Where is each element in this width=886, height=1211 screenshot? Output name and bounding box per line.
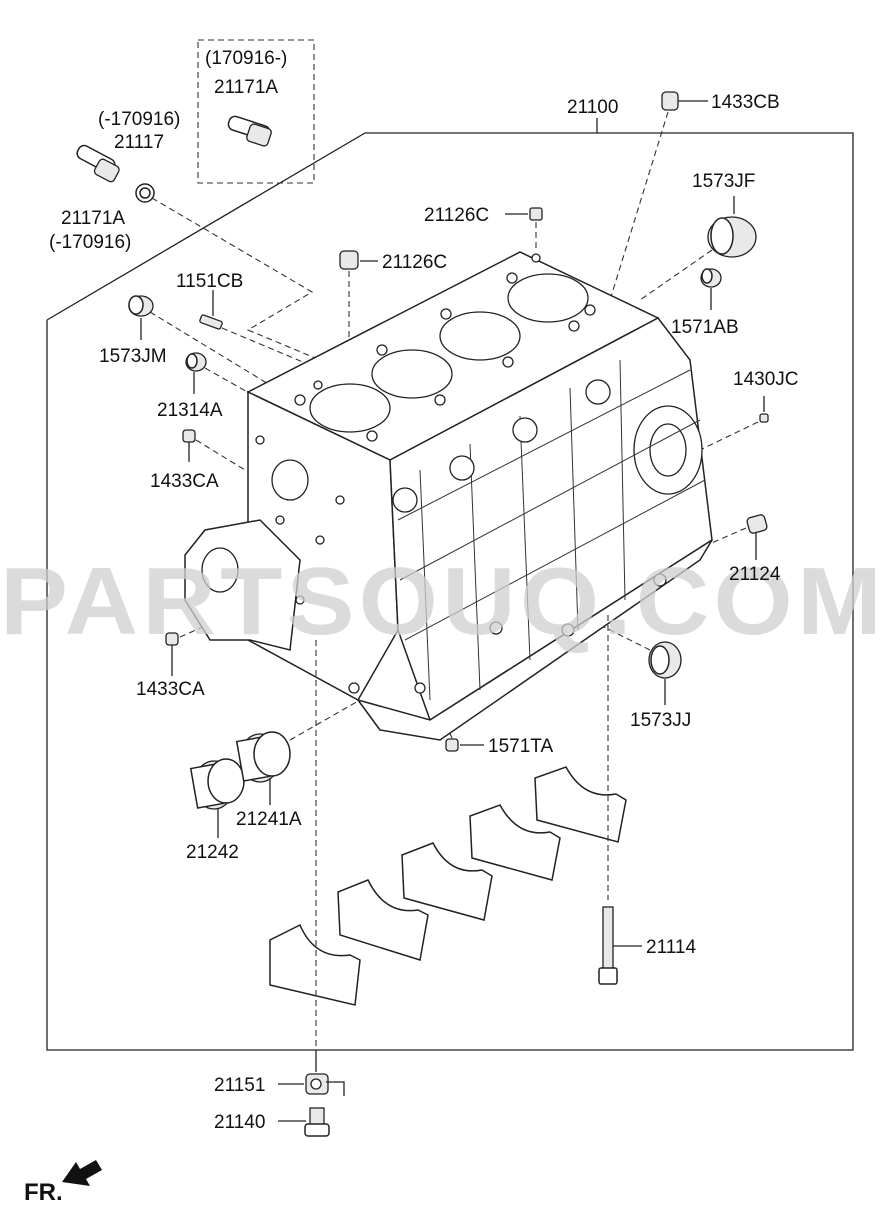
label-21114: 21114 — [646, 937, 696, 958]
part-21314A-drawing — [185, 352, 207, 372]
part-21140-drawing — [304, 1107, 330, 1137]
label-date-before-top: (-170916) — [98, 109, 180, 130]
part-21171A-new-drawing — [227, 115, 272, 147]
label-1571AB: 1571AB — [671, 317, 739, 338]
leader-1430JC-dashed — [699, 421, 759, 451]
label-21117: 21117 — [114, 132, 164, 153]
cylinder-block-drawing — [184, 251, 713, 741]
leader-1151CB-dashed — [221, 327, 311, 366]
main-bearing-caps — [269, 766, 627, 1006]
leader-1433CB-dashed — [609, 111, 669, 301]
label-21126C-mid: 21126C — [382, 252, 447, 273]
part-21126C-mid-drawing — [339, 250, 359, 270]
label-date-after-box: (170916-) — [205, 48, 287, 69]
part-1151CB-drawing — [199, 314, 223, 330]
part-21124-drawing — [746, 514, 768, 534]
label-21242: 21242 — [186, 842, 239, 863]
leader-bearing-dashed — [289, 699, 361, 741]
part-21241A-drawing — [235, 731, 291, 783]
label-21241A: 21241A — [236, 809, 302, 830]
label-21100: 21100 — [567, 97, 618, 118]
watermark-text: PARTSOUQ.COM — [0, 548, 886, 655]
leader-1573JF-dashed — [639, 249, 713, 301]
label-1433CB: 1433CB — [711, 92, 780, 113]
part-1430JC-drawing — [759, 413, 769, 423]
leader-21117-dashed — [151, 197, 321, 361]
part-1573JM-drawing — [128, 295, 154, 317]
assembly-frame — [46, 132, 854, 1051]
label-1573JJ: 1573JJ — [630, 710, 691, 731]
part-21171A-old-drawing — [76, 144, 120, 183]
part-1573JJ-drawing — [648, 641, 682, 679]
leader-1433CA-upper-dashed — [195, 439, 246, 471]
front-direction-label: FR. — [24, 1179, 63, 1206]
label-1433CA-upper: 1433CA — [150, 471, 219, 492]
label-21171A-old: 21171A — [61, 208, 125, 229]
label-1573JF: 1573JF — [692, 171, 755, 192]
label-21171A-new: 21171A — [214, 77, 278, 98]
label-21151: 21151 — [214, 1075, 265, 1096]
part-1571TA-drawing — [445, 738, 459, 752]
part-21151-drawing — [305, 1073, 345, 1096]
label-1430JC: 1430JC — [733, 369, 799, 390]
part-21126C-top-drawing — [529, 207, 543, 221]
front-direction-arrow-icon — [62, 1160, 102, 1186]
part-1571AB-drawing — [700, 268, 722, 288]
label-1571TA: 1571TA — [488, 736, 553, 757]
part-21242-drawing — [189, 758, 245, 810]
label-1573JM: 1573JM — [99, 346, 167, 367]
part-21114-drawing — [598, 906, 618, 985]
label-21124: 21124 — [729, 564, 781, 585]
part-1573JF-drawing — [707, 216, 757, 258]
label-21126C-top: 21126C — [424, 205, 489, 226]
part-21117-oring-inner — [139, 187, 151, 199]
label-1151CB: 1151CB — [176, 271, 243, 292]
part-1433CA-upper-drawing — [182, 429, 196, 443]
leader-1573JM-dashed — [149, 311, 271, 386]
label-21140: 21140 — [214, 1112, 265, 1133]
part-1433CB-drawing — [661, 91, 679, 111]
label-21314A: 21314A — [157, 400, 223, 421]
label-date-before-bottom: (-170916) — [49, 232, 131, 253]
label-1433CA-lower: 1433CA — [136, 679, 205, 700]
